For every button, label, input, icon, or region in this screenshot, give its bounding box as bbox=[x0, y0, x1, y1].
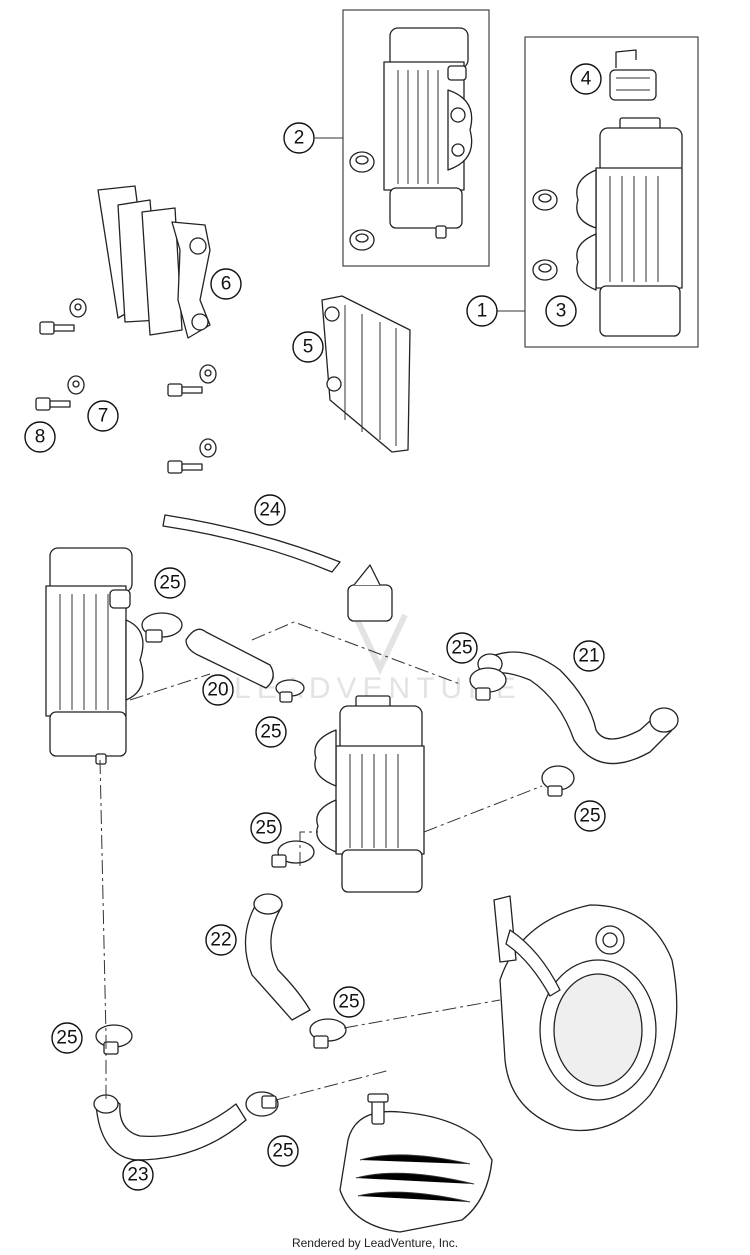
svg-text:2: 2 bbox=[294, 128, 305, 149]
callout-20: 20 bbox=[202, 674, 234, 706]
callout-25: 25 bbox=[51, 1022, 83, 1054]
callout-25: 25 bbox=[446, 632, 478, 664]
svg-text:21: 21 bbox=[578, 646, 599, 667]
hose-upper-right-part bbox=[477, 651, 679, 765]
svg-text:25: 25 bbox=[260, 722, 281, 743]
callout-7: 7 bbox=[87, 400, 119, 432]
svg-text:25: 25 bbox=[255, 818, 276, 839]
callout-1: 1 bbox=[466, 295, 498, 327]
callout-25: 25 bbox=[574, 800, 606, 832]
radiator-left-part bbox=[383, 27, 473, 239]
callout-6: 6 bbox=[210, 268, 242, 300]
hose-clamp bbox=[95, 612, 575, 1117]
callout-3: 3 bbox=[545, 295, 577, 327]
screw bbox=[35, 321, 203, 474]
callout-5: 5 bbox=[292, 331, 324, 363]
radiator-left-assembly bbox=[45, 547, 144, 765]
radiator-right-assembly bbox=[314, 695, 425, 893]
leader-lines bbox=[315, 137, 525, 312]
svg-text:7: 7 bbox=[98, 406, 109, 427]
svg-text:25: 25 bbox=[338, 992, 359, 1013]
callout-25: 25 bbox=[333, 986, 365, 1018]
connection-lines bbox=[99, 621, 543, 1101]
svg-text:25: 25 bbox=[272, 1141, 293, 1162]
svg-text:24: 24 bbox=[259, 500, 281, 521]
radiator-cap-part bbox=[609, 49, 657, 101]
callout-21: 21 bbox=[573, 640, 605, 672]
svg-text:8: 8 bbox=[35, 427, 46, 448]
svg-text:1: 1 bbox=[477, 301, 488, 322]
callout-25: 25 bbox=[250, 812, 282, 844]
radiator-right-part bbox=[576, 117, 683, 337]
svg-text:25: 25 bbox=[579, 806, 600, 827]
callout-25: 25 bbox=[154, 567, 186, 599]
callout-25: 25 bbox=[255, 716, 287, 748]
hose-lower-middle-part bbox=[244, 893, 311, 1021]
svg-text:25: 25 bbox=[159, 573, 180, 594]
svg-text:25: 25 bbox=[451, 638, 472, 659]
radiator-grille-part bbox=[321, 295, 411, 453]
cylinder-head-part bbox=[339, 1093, 493, 1233]
callout-25: 25 bbox=[267, 1135, 299, 1167]
svg-text:25: 25 bbox=[56, 1028, 77, 1049]
clutch-cover-part bbox=[493, 895, 678, 1132]
callout-4: 4 bbox=[570, 63, 602, 95]
grommet bbox=[349, 151, 375, 251]
hose-lower-left-part bbox=[93, 1094, 247, 1161]
callout-8: 8 bbox=[24, 421, 56, 453]
callout-23: 23 bbox=[122, 1159, 154, 1191]
svg-text:5: 5 bbox=[303, 337, 314, 358]
radiator-guard-part bbox=[97, 185, 211, 339]
svg-text:3: 3 bbox=[556, 301, 567, 322]
footer-credit: Rendered by LeadVenture, Inc. bbox=[291, 1236, 459, 1250]
grommet bbox=[532, 189, 558, 281]
kit-box-radiator-right bbox=[524, 36, 699, 348]
callout-2: 2 bbox=[283, 122, 315, 154]
hose-straight-part bbox=[185, 628, 274, 689]
svg-text:23: 23 bbox=[127, 1165, 148, 1186]
callout-22: 22 bbox=[205, 924, 237, 956]
svg-text:20: 20 bbox=[207, 680, 228, 701]
overflow-hose-part bbox=[162, 514, 393, 622]
svg-text:6: 6 bbox=[221, 274, 232, 295]
washer bbox=[67, 298, 217, 458]
callout-24: 24 bbox=[254, 494, 286, 526]
svg-text:4: 4 bbox=[581, 69, 592, 90]
svg-text:22: 22 bbox=[210, 930, 231, 951]
